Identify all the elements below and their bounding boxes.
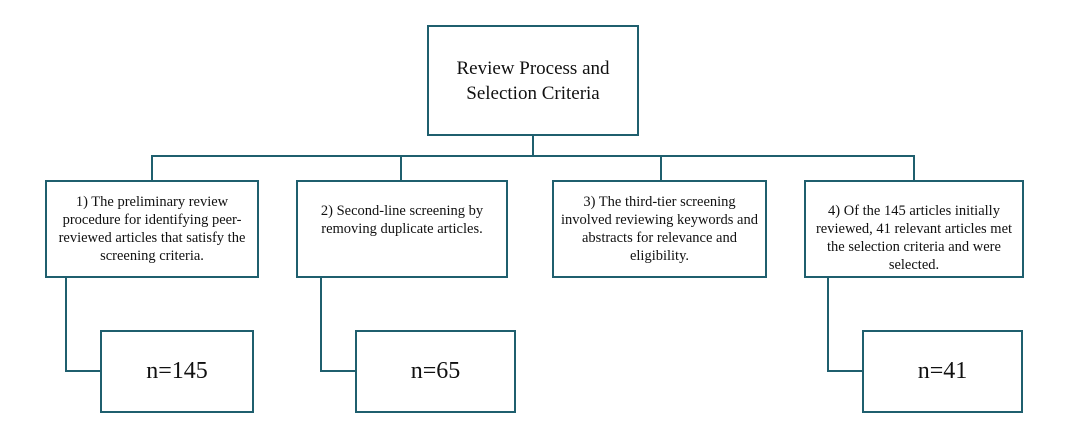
- step-2-text: 2) Second-line screening by removing dup…: [320, 203, 484, 237]
- horizontal-branch-connector: [151, 155, 915, 157]
- step-2-count-box: n=65: [355, 330, 516, 413]
- step-4-text: 4) Of the 145 articles initially reviewe…: [815, 203, 1013, 273]
- step-4-box: 4) Of the 145 articles initially reviewe…: [804, 180, 1024, 278]
- step-3-text: 3) The third-tier screening involved rev…: [561, 194, 758, 264]
- step-4-count-vertical-connector: [827, 277, 829, 372]
- step-2-count-horizontal-connector: [320, 370, 356, 372]
- step-1-box: 1) The preliminary review procedure for …: [45, 180, 259, 278]
- step-2-count: n=65: [410, 358, 461, 384]
- step-3-box: 3) The third-tier screening involved rev…: [552, 180, 767, 278]
- branch-connector-step-4: [913, 155, 915, 181]
- root-title-box: Review Process and Selection Criteria: [427, 25, 639, 136]
- step-2-count-vertical-connector: [320, 277, 322, 372]
- step-4-count-box: n=41: [862, 330, 1023, 413]
- step-4-count: n=41: [917, 358, 968, 384]
- step-1-count-horizontal-connector: [65, 370, 101, 372]
- step-1-count-box: n=145: [100, 330, 254, 413]
- step-1-count: n=145: [146, 358, 208, 384]
- branch-connector-step-3: [660, 155, 662, 181]
- root-title: Review Process and Selection Criteria: [456, 57, 610, 104]
- root-down-connector: [532, 135, 534, 157]
- step-4-count-horizontal-connector: [827, 370, 863, 372]
- step-2-box: 2) Second-line screening by removing dup…: [296, 180, 508, 278]
- branch-connector-step-2: [400, 155, 402, 181]
- step-1-text: 1) The preliminary review procedure for …: [58, 194, 246, 264]
- branch-connector-step-1: [151, 155, 153, 181]
- step-1-count-vertical-connector: [65, 277, 67, 372]
